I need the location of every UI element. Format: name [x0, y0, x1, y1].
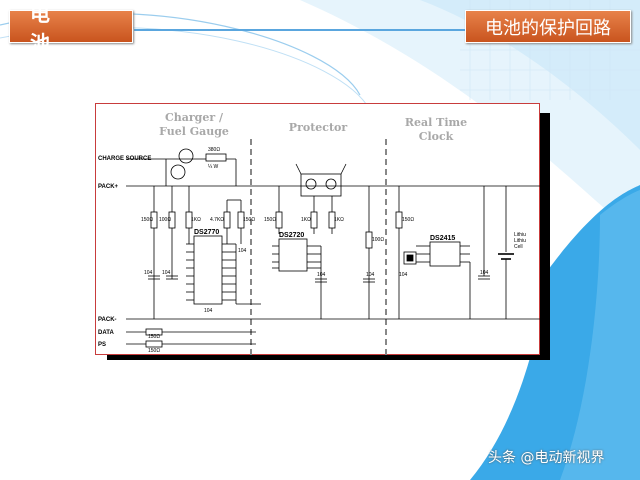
terminal-pack-minus: PACK- — [98, 317, 117, 323]
section-title-fuel-gauge: Fuel Gauge — [159, 125, 229, 138]
label-r9: 100Ω — [372, 237, 384, 243]
page-title: 电池的保护回路 — [465, 10, 631, 43]
label-r4: 4.7KΩ — [210, 217, 224, 223]
label-r7: 150Ω — [402, 217, 414, 223]
schematic-panel: Charger / Fuel Gauge Protector Real Time… — [95, 103, 541, 356]
section-title-protector: Protector — [289, 121, 348, 134]
label-r-top-w: ¼ W — [208, 164, 219, 170]
label-c3: 104 — [238, 248, 247, 254]
label-c5: 104 — [317, 272, 326, 278]
label-r8: 1KΩ — [301, 217, 311, 223]
label-r10: 1KΩ — [334, 217, 344, 223]
label-r3: 1KΩ — [191, 217, 201, 223]
label-r1: 150Ω — [141, 217, 153, 223]
battery-label-2: Lithiu — [514, 238, 526, 244]
battery-label-3: Cell — [514, 244, 523, 250]
section-badge: 电 池 — [9, 2, 133, 55]
section-title-clock: Clock — [419, 130, 454, 143]
battery-label-1: Lithiu — [514, 232, 526, 238]
label-c1: 104 — [144, 270, 153, 276]
terminal-data: DATA — [98, 330, 114, 336]
label-r2: 100Ω — [159, 217, 171, 223]
label-c7: 104 — [399, 272, 408, 278]
chip-ds2720: DS2720 — [279, 232, 304, 239]
label-r5: 150Ω — [243, 217, 255, 223]
label-r-data: 150Ω — [148, 334, 160, 340]
label-r6: 150Ω — [264, 217, 276, 223]
terminal-pack-plus: PACK+ — [98, 184, 119, 190]
chip-ds2770: DS2770 — [194, 229, 219, 236]
section-title-real-time: Real Time — [405, 116, 467, 129]
label-r-top: 380Ω — [208, 147, 220, 153]
watermark: 头条 @电动新视界 — [488, 450, 605, 466]
label-c2: 104 — [162, 270, 171, 276]
label-c8: 104 — [480, 270, 489, 276]
section-title-charger: Charger / — [165, 111, 224, 124]
circuit-schematic: Charger / Fuel Gauge Protector Real Time… — [98, 111, 541, 356]
chip-ds2415: DS2415 — [430, 235, 455, 242]
terminal-charge-source: CHARGE SOURCE — [98, 156, 151, 162]
label-r-ps: 150Ω — [148, 348, 160, 354]
label-c4: 104 — [204, 308, 213, 314]
label-c6: 104 — [366, 272, 375, 278]
terminal-ps: PS — [98, 342, 106, 348]
